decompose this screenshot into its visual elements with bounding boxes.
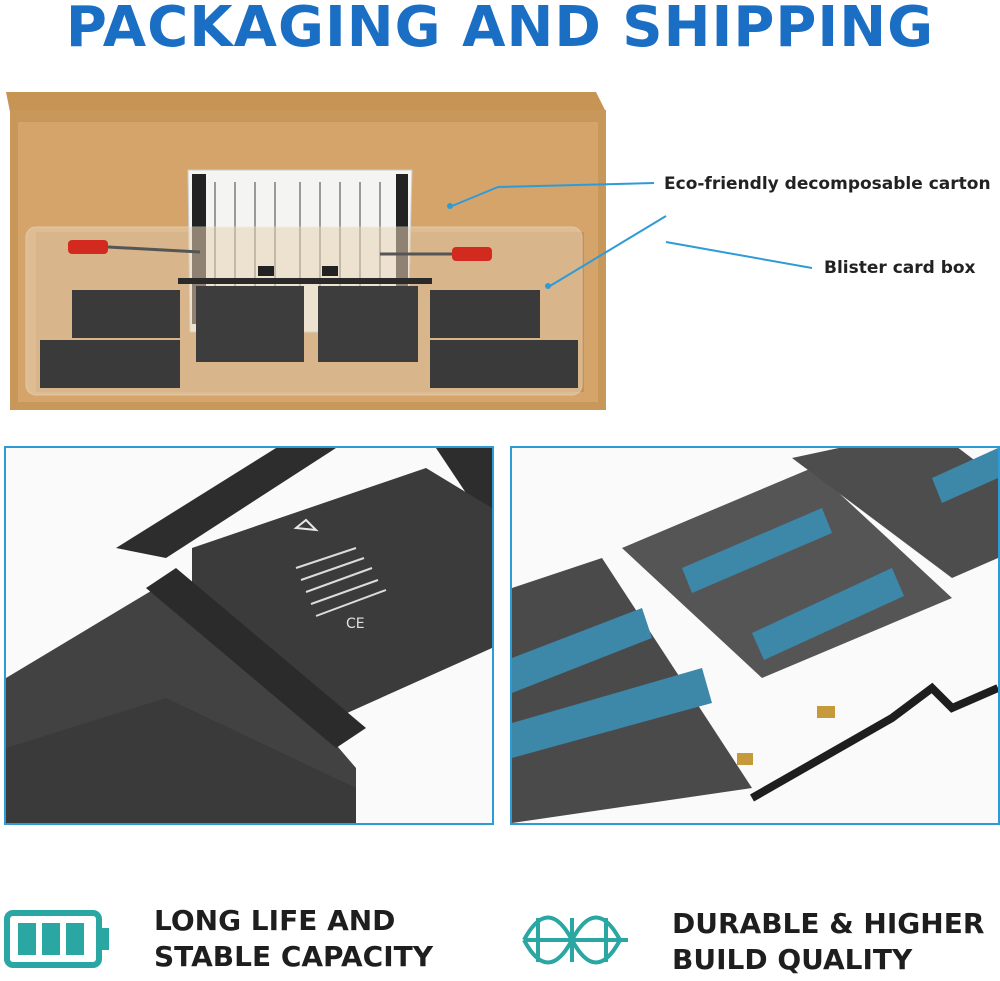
feature-2-line-1: DURABLE & HIGHER [672,907,985,940]
callout-lines [447,182,667,289]
callout-blister: Blister card box [824,258,976,278]
battery-closeup-panel-left: CE [4,446,494,825]
feature-1-line-1: LONG LIFE AND [154,904,396,937]
feature-2-line-2: BUILD QUALITY [672,943,913,976]
svg-text:CE: CE [346,616,365,632]
packaging-photo [0,82,620,417]
page-title: PACKAGING AND SHIPPING [65,0,935,60]
battery-closeup-panel-right [510,446,1000,825]
callout-line-2 [665,241,813,269]
cable-icon [520,904,632,981]
battery-icon [4,910,114,975]
feature-1-line-2: STABLE CAPACITY [154,940,434,973]
callout-carton: Eco-friendly decomposable carton [664,174,991,194]
